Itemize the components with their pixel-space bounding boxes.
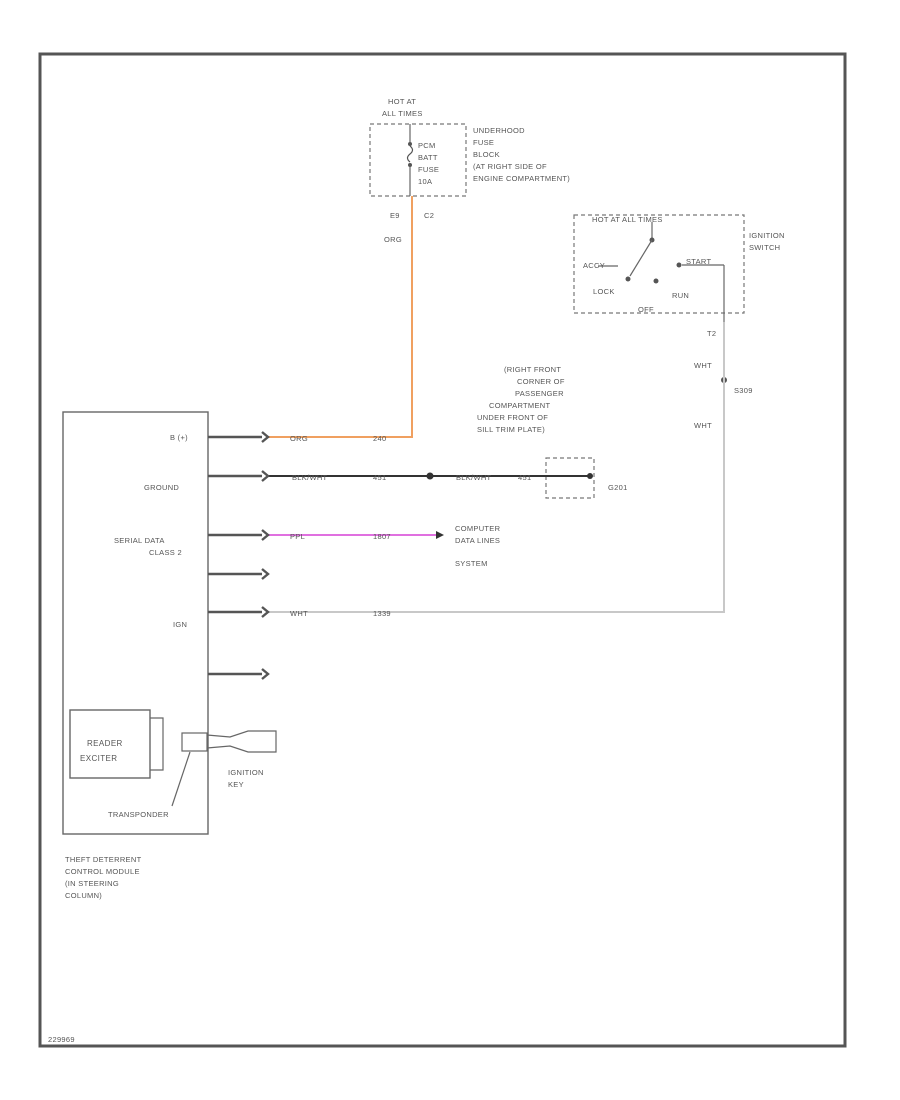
b-plus-wire-color: ORG bbox=[290, 434, 308, 443]
ign-splice: S309 bbox=[734, 386, 753, 395]
fuse-location-3: BLOCK bbox=[473, 150, 500, 159]
b-plus-circuit: 240 bbox=[373, 434, 386, 443]
ign-wire-color-2: WHT bbox=[694, 421, 712, 430]
pin-label-serial-1: SERIAL DATA bbox=[114, 536, 165, 545]
fuse-location-2: FUSE bbox=[473, 138, 494, 147]
serial-dest-1: COMPUTER bbox=[455, 524, 501, 533]
reader-label-1: READER bbox=[87, 739, 123, 748]
serial-circuit: 1807 bbox=[373, 532, 391, 541]
pin-label-ground: GROUND bbox=[144, 483, 179, 492]
fuse-pin-right: C2 bbox=[424, 211, 434, 220]
theft-deterrent-module: B (+) GROUND SERIAL DATA CLASS 2 IGN REA… bbox=[62, 411, 277, 900]
ign-pos-off: OFF bbox=[638, 305, 654, 314]
gnd-loc-5: UNDER FRONT OF bbox=[477, 413, 548, 422]
gnd-loc-4: COMPARTMENT bbox=[489, 401, 550, 410]
module-caption-2: CONTROL MODULE bbox=[65, 867, 140, 876]
ign-wire-white bbox=[268, 322, 725, 613]
ground-wire-color: BLK/WHT bbox=[292, 473, 328, 482]
serial-wire-color: PPL bbox=[290, 532, 305, 541]
fuse-location-4: (AT RIGHT SIDE OF bbox=[473, 162, 547, 171]
fuse-location-5: ENGINE COMPARTMENT) bbox=[473, 174, 570, 183]
ground-location: (RIGHT FRONT CORNER OF PASSENGER COMPART… bbox=[477, 365, 628, 499]
fuse-name-2: BATT bbox=[418, 153, 438, 162]
b-plus-wire-orange bbox=[268, 196, 413, 438]
fuse-location-1: UNDERHOOD bbox=[473, 126, 525, 135]
module-caption-3: (IN STEERING bbox=[65, 879, 119, 888]
gnd-loc-1: (RIGHT FRONT bbox=[504, 365, 561, 374]
fuse-hot-label-2: ALL TIMES bbox=[382, 109, 423, 118]
fuse-name-3: FUSE bbox=[418, 165, 439, 174]
gnd-loc-2: CORNER OF bbox=[517, 377, 565, 386]
gnd-loc-3: PASSENGER bbox=[515, 389, 564, 398]
ign-switch-name-1: IGNITION bbox=[749, 231, 785, 240]
ign-wire-color-1: WHT bbox=[694, 361, 712, 370]
ign-circuit: 1339 bbox=[373, 609, 391, 618]
fuse-name-1: PCM bbox=[418, 141, 436, 150]
pin-label-ign: IGN bbox=[173, 620, 187, 629]
pin-stubs bbox=[208, 431, 270, 680]
fuse-amps: 10A bbox=[418, 177, 432, 186]
module-caption-4: COLUMN) bbox=[65, 891, 102, 900]
ign-hot-label: HOT AT ALL TIMES bbox=[592, 215, 663, 224]
ign-pos-lock: LOCK bbox=[593, 287, 615, 296]
key-label-1: IGNITION bbox=[228, 768, 264, 777]
pin-label-serial-2: CLASS 2 bbox=[149, 548, 182, 557]
fuse-pin-left: E9 bbox=[390, 211, 400, 220]
reader-label-2: EXCITER bbox=[80, 754, 117, 763]
ign-wire-color: WHT bbox=[290, 609, 308, 618]
ground-circuit: 451 bbox=[373, 473, 386, 482]
underhood-fuse-block: HOT AT ALL TIMES PCM BATT FUSE 10A UNDER… bbox=[369, 97, 570, 244]
transponder-label: TRANSPONDER bbox=[108, 810, 169, 819]
gnd-loc-6: SILL TRIM PLATE) bbox=[477, 425, 545, 434]
ground-wire-color-b: BLK/WHT bbox=[456, 473, 492, 482]
ignition-switch: HOT AT ALL TIMES IGNITION SWITCH ACCY ST… bbox=[573, 214, 785, 430]
fuse-wire-color: ORG bbox=[384, 235, 402, 244]
diagram-id: 229969 bbox=[48, 1035, 75, 1044]
serial-dest-3: SYSTEM bbox=[455, 559, 488, 568]
ign-pos-accy: ACCY bbox=[583, 261, 605, 270]
ign-pos-start: START bbox=[686, 257, 712, 266]
serial-dest-2: DATA LINES bbox=[455, 536, 500, 545]
fuse-hot-label-1: HOT AT bbox=[388, 97, 416, 106]
ign-terminal: T2 bbox=[707, 329, 716, 338]
diagram-border bbox=[38, 52, 847, 1048]
key-label-2: KEY bbox=[228, 780, 244, 789]
ign-switch-name-2: SWITCH bbox=[749, 243, 780, 252]
ground-id: G201 bbox=[608, 483, 628, 492]
ground-circuit-b: 451 bbox=[518, 473, 531, 482]
module-caption-1: THEFT DETERRENT bbox=[65, 855, 142, 864]
ign-pos-run: RUN bbox=[672, 291, 689, 300]
pin-label-b-plus: B (+) bbox=[170, 433, 188, 442]
ground-connector-dot bbox=[426, 472, 434, 480]
